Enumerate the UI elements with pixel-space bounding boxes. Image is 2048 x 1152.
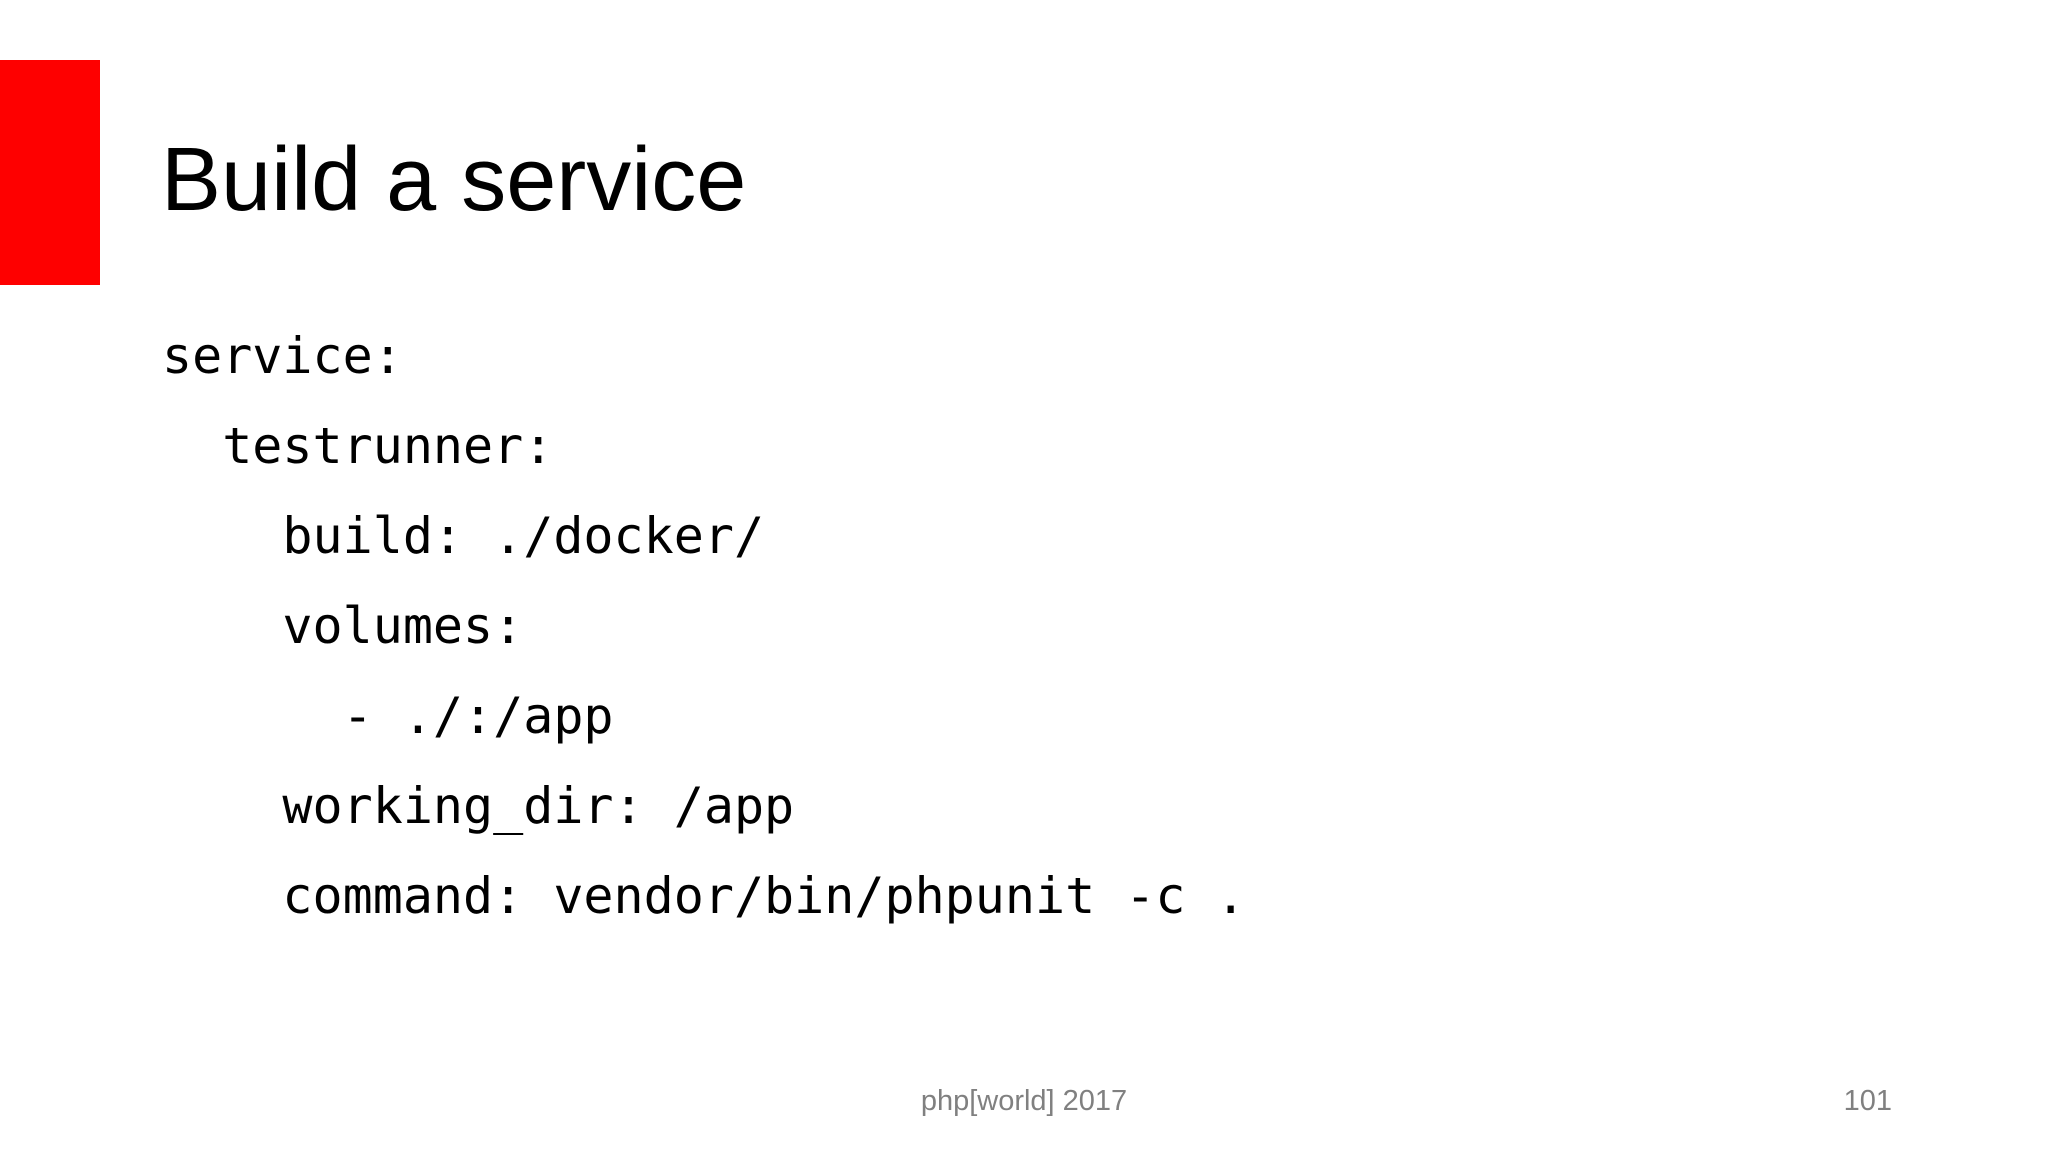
slide-title: Build a service	[161, 130, 747, 230]
footer-page-number: 101	[1843, 1085, 1892, 1117]
code-line-volumes: volumes:	[162, 597, 524, 655]
code-line-service: service:	[162, 327, 403, 385]
code-line-volume-mapping: - ./:/app	[162, 687, 614, 745]
red-accent-bar	[0, 60, 100, 285]
code-line-command: command: vendor/bin/phpunit -c .	[162, 867, 1246, 925]
code-line-build: build: ./docker/	[162, 507, 765, 565]
code-line-testrunner: testrunner:	[162, 417, 554, 475]
code-line-working-dir: working_dir: /app	[162, 777, 795, 835]
footer-conference-label: php[world] 2017	[920, 1085, 1128, 1117]
yaml-code-block: service: testrunner: build: ./docker/ vo…	[162, 311, 1246, 941]
